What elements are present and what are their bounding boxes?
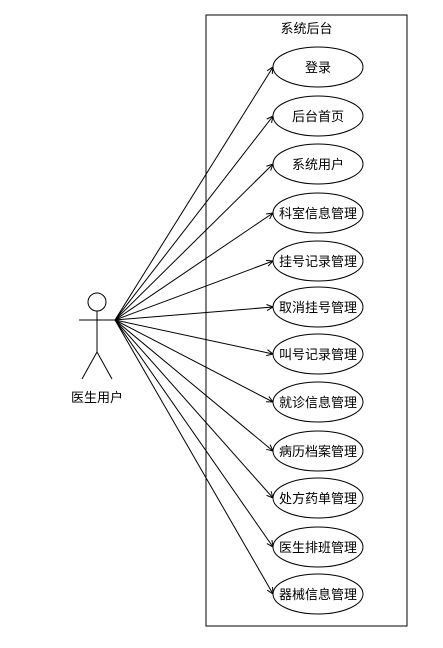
use-case-label: 挂号记录管理 [279,255,357,270]
use-case-label: 科室信息管理 [279,206,357,222]
use-case-label: 取消挂号管理 [279,301,357,316]
association-line [114,319,274,499]
use-case-label: 就诊信息管理 [279,395,357,411]
association-line [114,306,274,321]
association-line [114,319,274,452]
association-arrowhead [266,66,274,75]
use-case-ellipse [272,143,364,185]
system-title: 系统后台 [280,22,332,37]
use-case-ellipse [272,333,364,375]
use-case[interactable]: 科室信息管理 [272,192,364,234]
actor-label: 医生用户 [71,390,123,406]
association-line [114,319,274,403]
association-arrowhead [266,212,274,220]
association-line [114,66,274,321]
use-case[interactable]: 叫号记录管理 [272,333,364,375]
use-case-label: 医生排班管理 [279,541,357,556]
use-case[interactable]: 器械信息管理 [272,573,364,615]
use-case-ellipse [272,381,364,423]
use-case-label: 处方药单管理 [279,491,357,507]
association-arrowhead [266,540,274,548]
use-case[interactable]: 后台首页 [272,95,364,137]
association-line [114,163,274,321]
use-case[interactable]: 系统用户 [272,143,364,185]
use-case-label: 后台首页 [292,110,344,125]
use-case-ellipse [272,286,364,328]
use-case-ellipse [272,526,364,568]
association-lines [114,66,275,595]
actor-left-leg [81,351,98,380]
use-case[interactable]: 医生排班管理 [272,526,364,568]
use-case[interactable]: 就诊信息管理 [272,381,364,423]
use-case-ellipse [272,430,364,472]
actor-right-leg [96,351,113,380]
use-case[interactable]: 取消挂号管理 [272,286,364,328]
use-case-label: 病历档案管理 [279,445,357,460]
use-case-list: 登录后台首页系统用户科室信息管理挂号记录管理取消挂号管理叫号记录管理就诊信息管理… [272,46,364,615]
use-case-ellipse [272,46,364,88]
use-case-ellipse [272,573,364,615]
association-line [114,319,274,355]
use-case-label: 登录 [305,61,331,76]
use-case-label: 器械信息管理 [279,587,357,603]
actor-head [87,292,107,312]
use-case-ellipse [272,240,364,282]
association-line [114,260,274,321]
association-line [114,319,274,595]
actor-doctor[interactable]: 医生用户 [71,292,123,406]
use-case-label: 叫号记录管理 [279,348,357,363]
association-line [114,212,274,321]
use-case-label: 系统用户 [292,157,344,173]
use-case-ellipse [272,477,364,519]
use-case[interactable]: 处方药单管理 [272,477,364,519]
system-boundary [205,14,408,627]
association-line [114,115,274,321]
use-case[interactable]: 挂号记录管理 [272,240,364,282]
use-case-ellipse [272,192,364,234]
use-case[interactable]: 登录 [272,46,364,88]
use-case-ellipse [272,95,364,137]
association-line [114,319,274,548]
use-case[interactable]: 病历档案管理 [272,430,364,472]
